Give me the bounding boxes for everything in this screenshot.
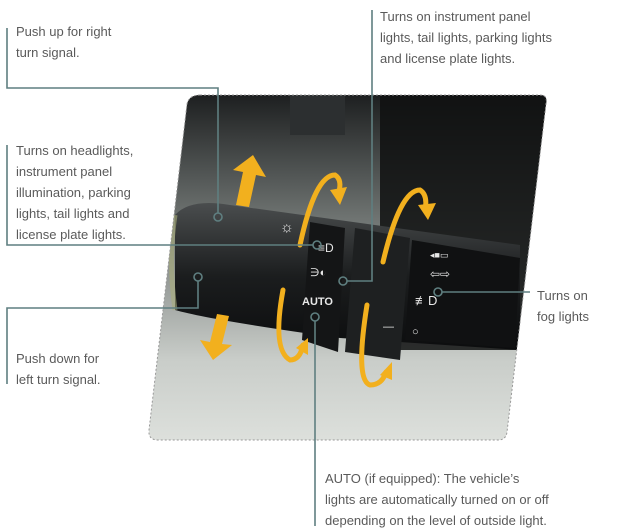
caption-line: turn signal. — [16, 45, 80, 60]
arrow-down-icon — [200, 314, 232, 360]
caption-fog-lights: Turns on fog lights — [537, 285, 589, 327]
caption-line: left turn signal. — [16, 372, 101, 387]
headlight-icon: ≡D — [318, 241, 334, 255]
auto-label: AUTO — [302, 296, 333, 308]
caption-push-down: Push down for left turn signal. — [16, 348, 101, 390]
caption-line: fog lights — [537, 309, 590, 324]
direction-arrows — [200, 155, 266, 360]
caption-line: Turns on headlights, — [16, 143, 134, 158]
caption-line: lights, tail lights and — [16, 206, 130, 221]
turn-signal-icon: ⇦⇨ — [430, 267, 450, 281]
arrow-up-icon — [233, 155, 266, 207]
caption-line: Push up for right — [16, 24, 112, 39]
beam-icon: ◂■▭ — [430, 250, 448, 260]
caption-line: instrument panel — [16, 164, 113, 179]
caption-line: Push down for — [16, 351, 100, 366]
caption-line: and license plate lights. — [380, 51, 516, 66]
headlight-sun-icon: ☼ — [280, 219, 294, 236]
svg-text:—: — — [383, 321, 394, 333]
caption-auto: AUTO (if equipped): The vehicle’s lights… — [325, 468, 549, 531]
caption-line: Turns on instrument panel — [380, 9, 531, 24]
caption-line: license plate lights. — [16, 227, 126, 242]
caption-tail-lights: Turns on instrument panel lights, tail l… — [380, 6, 552, 69]
caption-line: lights, tail lights, parking lights — [380, 30, 552, 45]
caption-line: illumination, parking — [16, 185, 131, 200]
lever-photo: ☼ ≡D ∋◐ AUTO ◂■▭ ⇦⇨ ≢D ○ — — [148, 95, 547, 440]
rotate-arrows — [276, 172, 429, 388]
caption-headlights: Turns on headlights, instrument panel il… — [16, 140, 133, 245]
parking-light-icon: ∋◐ — [310, 267, 326, 279]
caption-line: lights are automatically turned on or of… — [325, 492, 549, 507]
caption-line: AUTO (if equipped): The vehicle’s — [325, 471, 520, 486]
leader-lines — [6, 10, 530, 526]
off-icon: ○ — [412, 326, 419, 338]
leader-dots — [193, 212, 443, 322]
caption-line: Turns on — [537, 288, 588, 303]
caption-line: depending on the level of outside light. — [325, 513, 547, 528]
fog-light-icon: ≢D — [415, 293, 437, 308]
caption-push-up: Push up for right turn signal. — [16, 21, 111, 63]
